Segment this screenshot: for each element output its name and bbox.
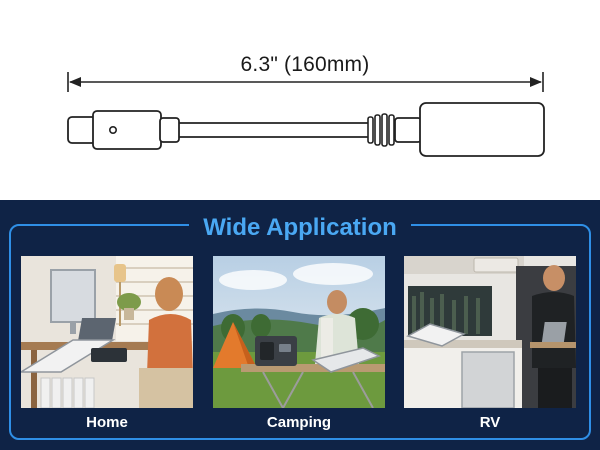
strain-relief	[367, 113, 395, 147]
application-banner: Wide Application	[0, 200, 600, 450]
socket-neck	[394, 117, 422, 143]
caption-home: Home	[86, 414, 128, 431]
plug-collar	[159, 117, 180, 143]
usb-c-plug-tip	[67, 116, 97, 144]
dimension-arrow-left	[69, 77, 81, 87]
plug-body	[92, 110, 162, 150]
photo-home	[21, 256, 193, 408]
usb-c-socket-body	[419, 102, 545, 157]
dimension-arrow-right	[530, 77, 542, 87]
caption-rv: RV	[479, 414, 501, 431]
caption-camping: Camping	[266, 414, 332, 431]
photo-camping	[213, 256, 385, 408]
cable-drawing	[67, 72, 545, 157]
plug-dot	[109, 126, 118, 135]
dimension-label: 6.3" (160mm)	[240, 53, 370, 76]
cable-diagram: 6.3" (160mm)	[0, 0, 600, 200]
photo-rv	[404, 256, 576, 408]
section-title: Wide Application	[189, 211, 411, 245]
